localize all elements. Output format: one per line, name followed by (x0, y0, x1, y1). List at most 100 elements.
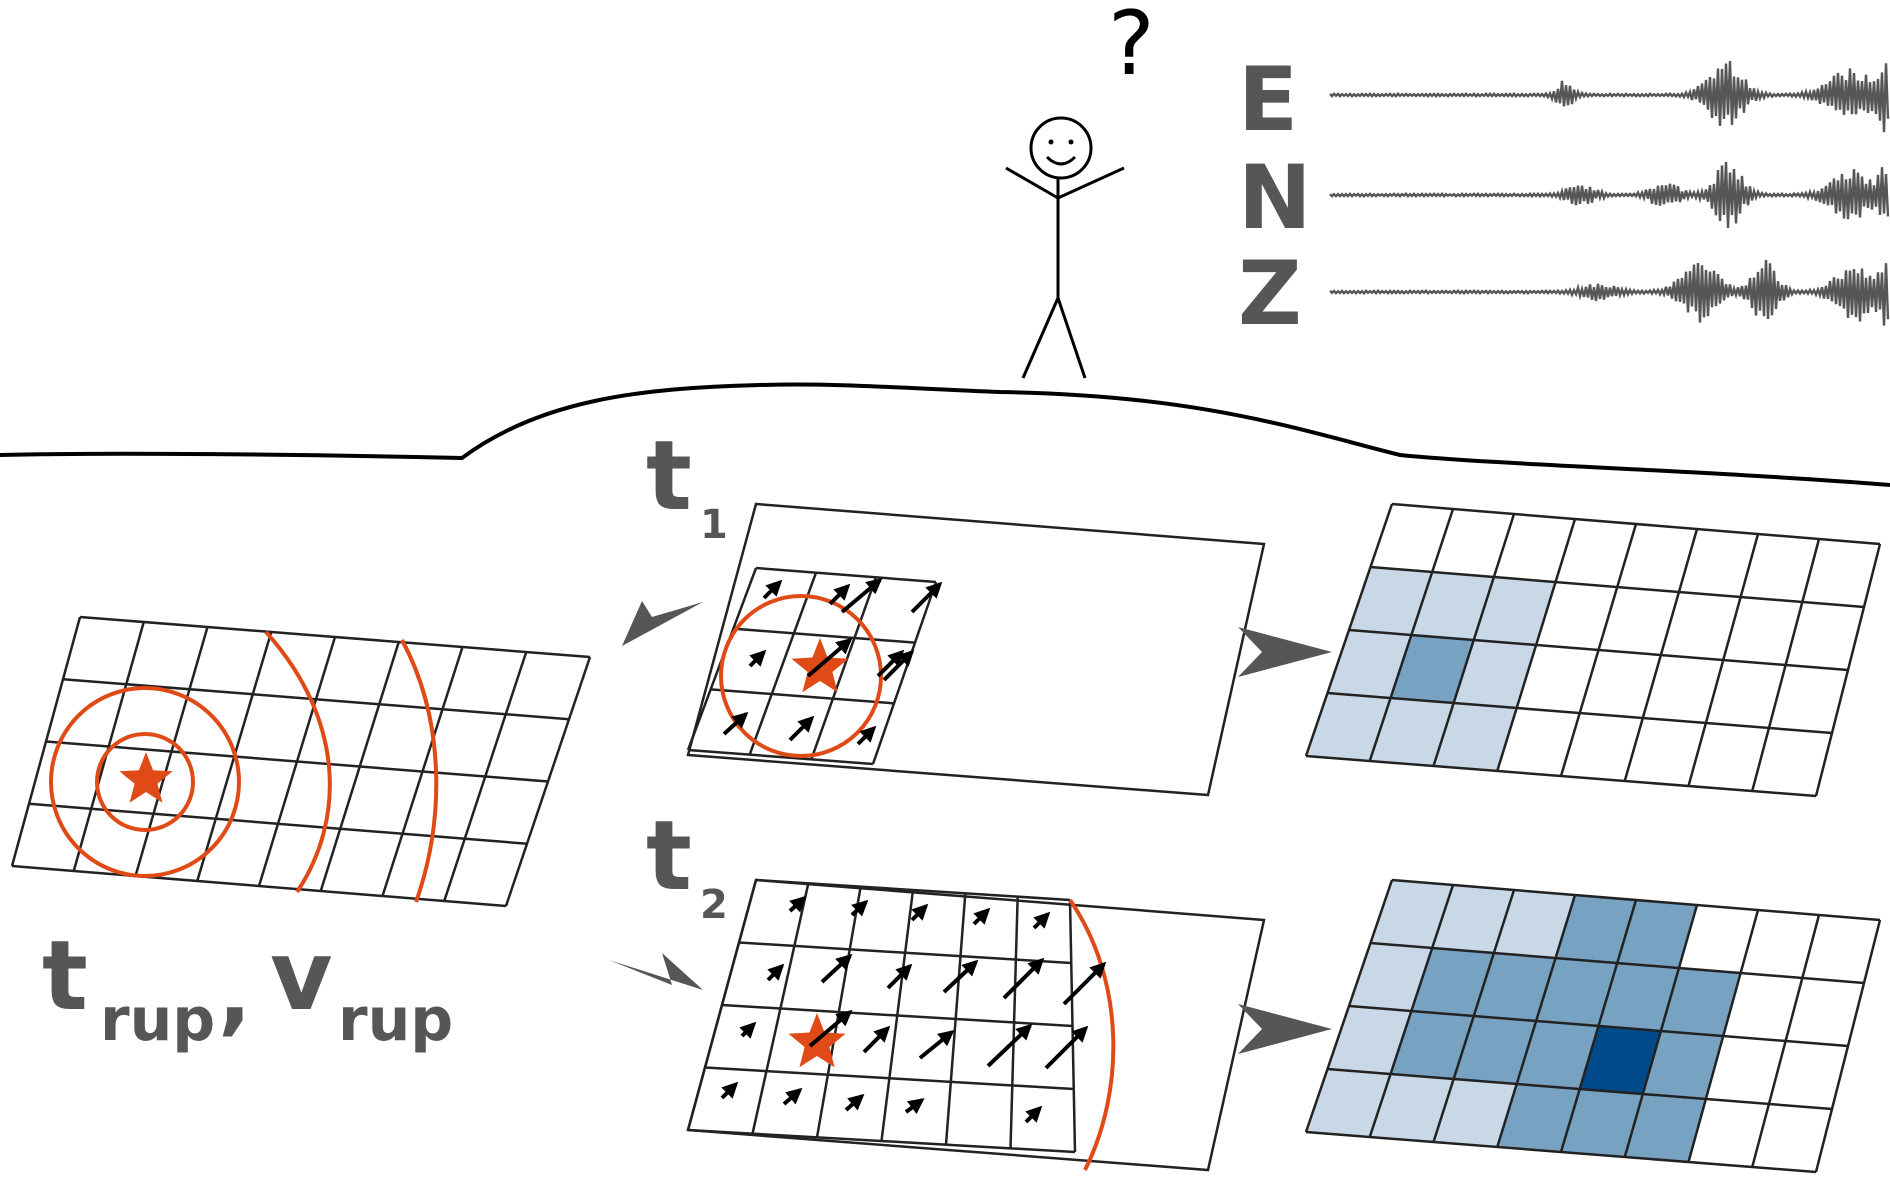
grid-line (1327, 1067, 1833, 1111)
slip-cell (1390, 1011, 1474, 1079)
slip-cell (1432, 885, 1514, 953)
t2-main: t (646, 800, 692, 912)
slip-cell (1598, 963, 1679, 1031)
slip-cell (1497, 1084, 1580, 1152)
grid-line (45, 740, 549, 783)
grid-line (687, 1128, 1076, 1154)
slip-vector-arrow (806, 637, 853, 678)
grid-line (871, 581, 938, 765)
slip-vector-arrow (1024, 1105, 1043, 1124)
slip-cell (1642, 1031, 1724, 1099)
slip-cell (1433, 1079, 1517, 1147)
slip-cell (1617, 900, 1697, 968)
arrow-to-t2 (609, 953, 703, 990)
slip-cell (1555, 895, 1636, 963)
slip-vector-arrow (910, 581, 943, 614)
slip-cell (1453, 640, 1537, 708)
t1-slip-vectors (722, 577, 943, 746)
slip-cell (1327, 630, 1412, 698)
slip-vector-arrow (1002, 957, 1045, 1000)
slip-cell (1411, 948, 1494, 1016)
seismogram-traces (1329, 60, 1890, 326)
slip-vector-arrow (886, 963, 913, 990)
slip-cell (1306, 1069, 1391, 1137)
slip-cell (1390, 635, 1474, 703)
grid-line (79, 615, 591, 659)
slip-vector-arrow (882, 649, 915, 682)
grid-line (1370, 941, 1865, 985)
grid-line (704, 1066, 1074, 1091)
t2-subscript: 2 (700, 882, 728, 928)
grid-line (1305, 754, 1817, 798)
slip-vector-arrow (850, 899, 869, 917)
slip-cell (1369, 1074, 1454, 1142)
slip-vector-arrow (828, 583, 851, 606)
slip-vector-arrow (808, 1009, 853, 1048)
grid-line (1327, 691, 1833, 735)
vrup-subscript: rup (338, 985, 454, 1055)
grid-line (1391, 878, 1881, 922)
comma: , (218, 942, 252, 1045)
observer-head (1029, 116, 1093, 180)
slip-vector-arrow (904, 1098, 925, 1115)
grid-line (11, 864, 507, 908)
t2-slip-vectors (720, 895, 1107, 1124)
slip-cell (1660, 968, 1741, 1036)
grid-line (710, 688, 895, 705)
seismogram-trace (1329, 259, 1890, 326)
slip-cell (1327, 1006, 1412, 1074)
component-label-n: N (1238, 146, 1312, 249)
grid-line (62, 678, 570, 721)
slip-cell (1516, 1021, 1599, 1089)
seismogram-trace (1329, 60, 1890, 133)
slip-cell (1370, 880, 1453, 948)
slip-vector-arrow (1062, 961, 1107, 1006)
arrow-to-t1 (622, 601, 703, 646)
slip-cell (1536, 958, 1618, 1026)
slip-cell (1473, 577, 1556, 645)
grid-line (810, 576, 878, 760)
hypocenter-star-left (119, 752, 173, 803)
slip-cell (1411, 572, 1494, 640)
slip-vector-arrow (722, 711, 749, 736)
slip-vector-arrow (942, 959, 979, 994)
grid-line (733, 627, 916, 644)
slip-cell (1579, 1026, 1661, 1094)
t1-fault-frame (686, 502, 1266, 797)
slip-vector-arrow (918, 1029, 955, 1060)
grid-line (1348, 1004, 1849, 1048)
slip-vector-arrow (739, 1021, 757, 1039)
slip-vector-arrow (782, 1087, 803, 1106)
slip-vector-arrow (788, 715, 815, 742)
grid-line (755, 566, 937, 584)
slip-vector-arrow (748, 649, 767, 668)
trup-main: t (42, 920, 88, 1032)
slip-vector-arrow (820, 953, 853, 984)
slip-vector-arrow (986, 1023, 1033, 1068)
grid-line (738, 941, 1072, 965)
t1-rupture-front (719, 594, 883, 758)
t1-main: t (646, 420, 692, 532)
slip-vector-arrow (788, 895, 807, 913)
slip-cell (1624, 1094, 1706, 1162)
rupture-front-circles (49, 630, 439, 903)
slip-vector-arrow (856, 725, 877, 746)
grid-line (28, 802, 528, 845)
vrup-main: v (270, 920, 333, 1032)
t2-rupture-front (1068, 898, 1116, 1171)
t1-subscript: 1 (700, 502, 728, 548)
t2-slip-grid (686, 878, 1077, 1154)
t1-slip-grid (686, 566, 938, 766)
slip-cell (1561, 1089, 1643, 1157)
grid-line (755, 878, 1071, 902)
question-mark: ? (1108, 0, 1155, 95)
seismogram-trace (1329, 161, 1890, 228)
grid-line (721, 1003, 1073, 1028)
slip-vector-arrow (972, 907, 991, 926)
slip-cell (1433, 703, 1517, 771)
grid-line (748, 572, 818, 756)
slip-vector-arrow (1044, 1025, 1089, 1070)
grid-line (687, 748, 874, 766)
slip-cell (1349, 567, 1433, 635)
